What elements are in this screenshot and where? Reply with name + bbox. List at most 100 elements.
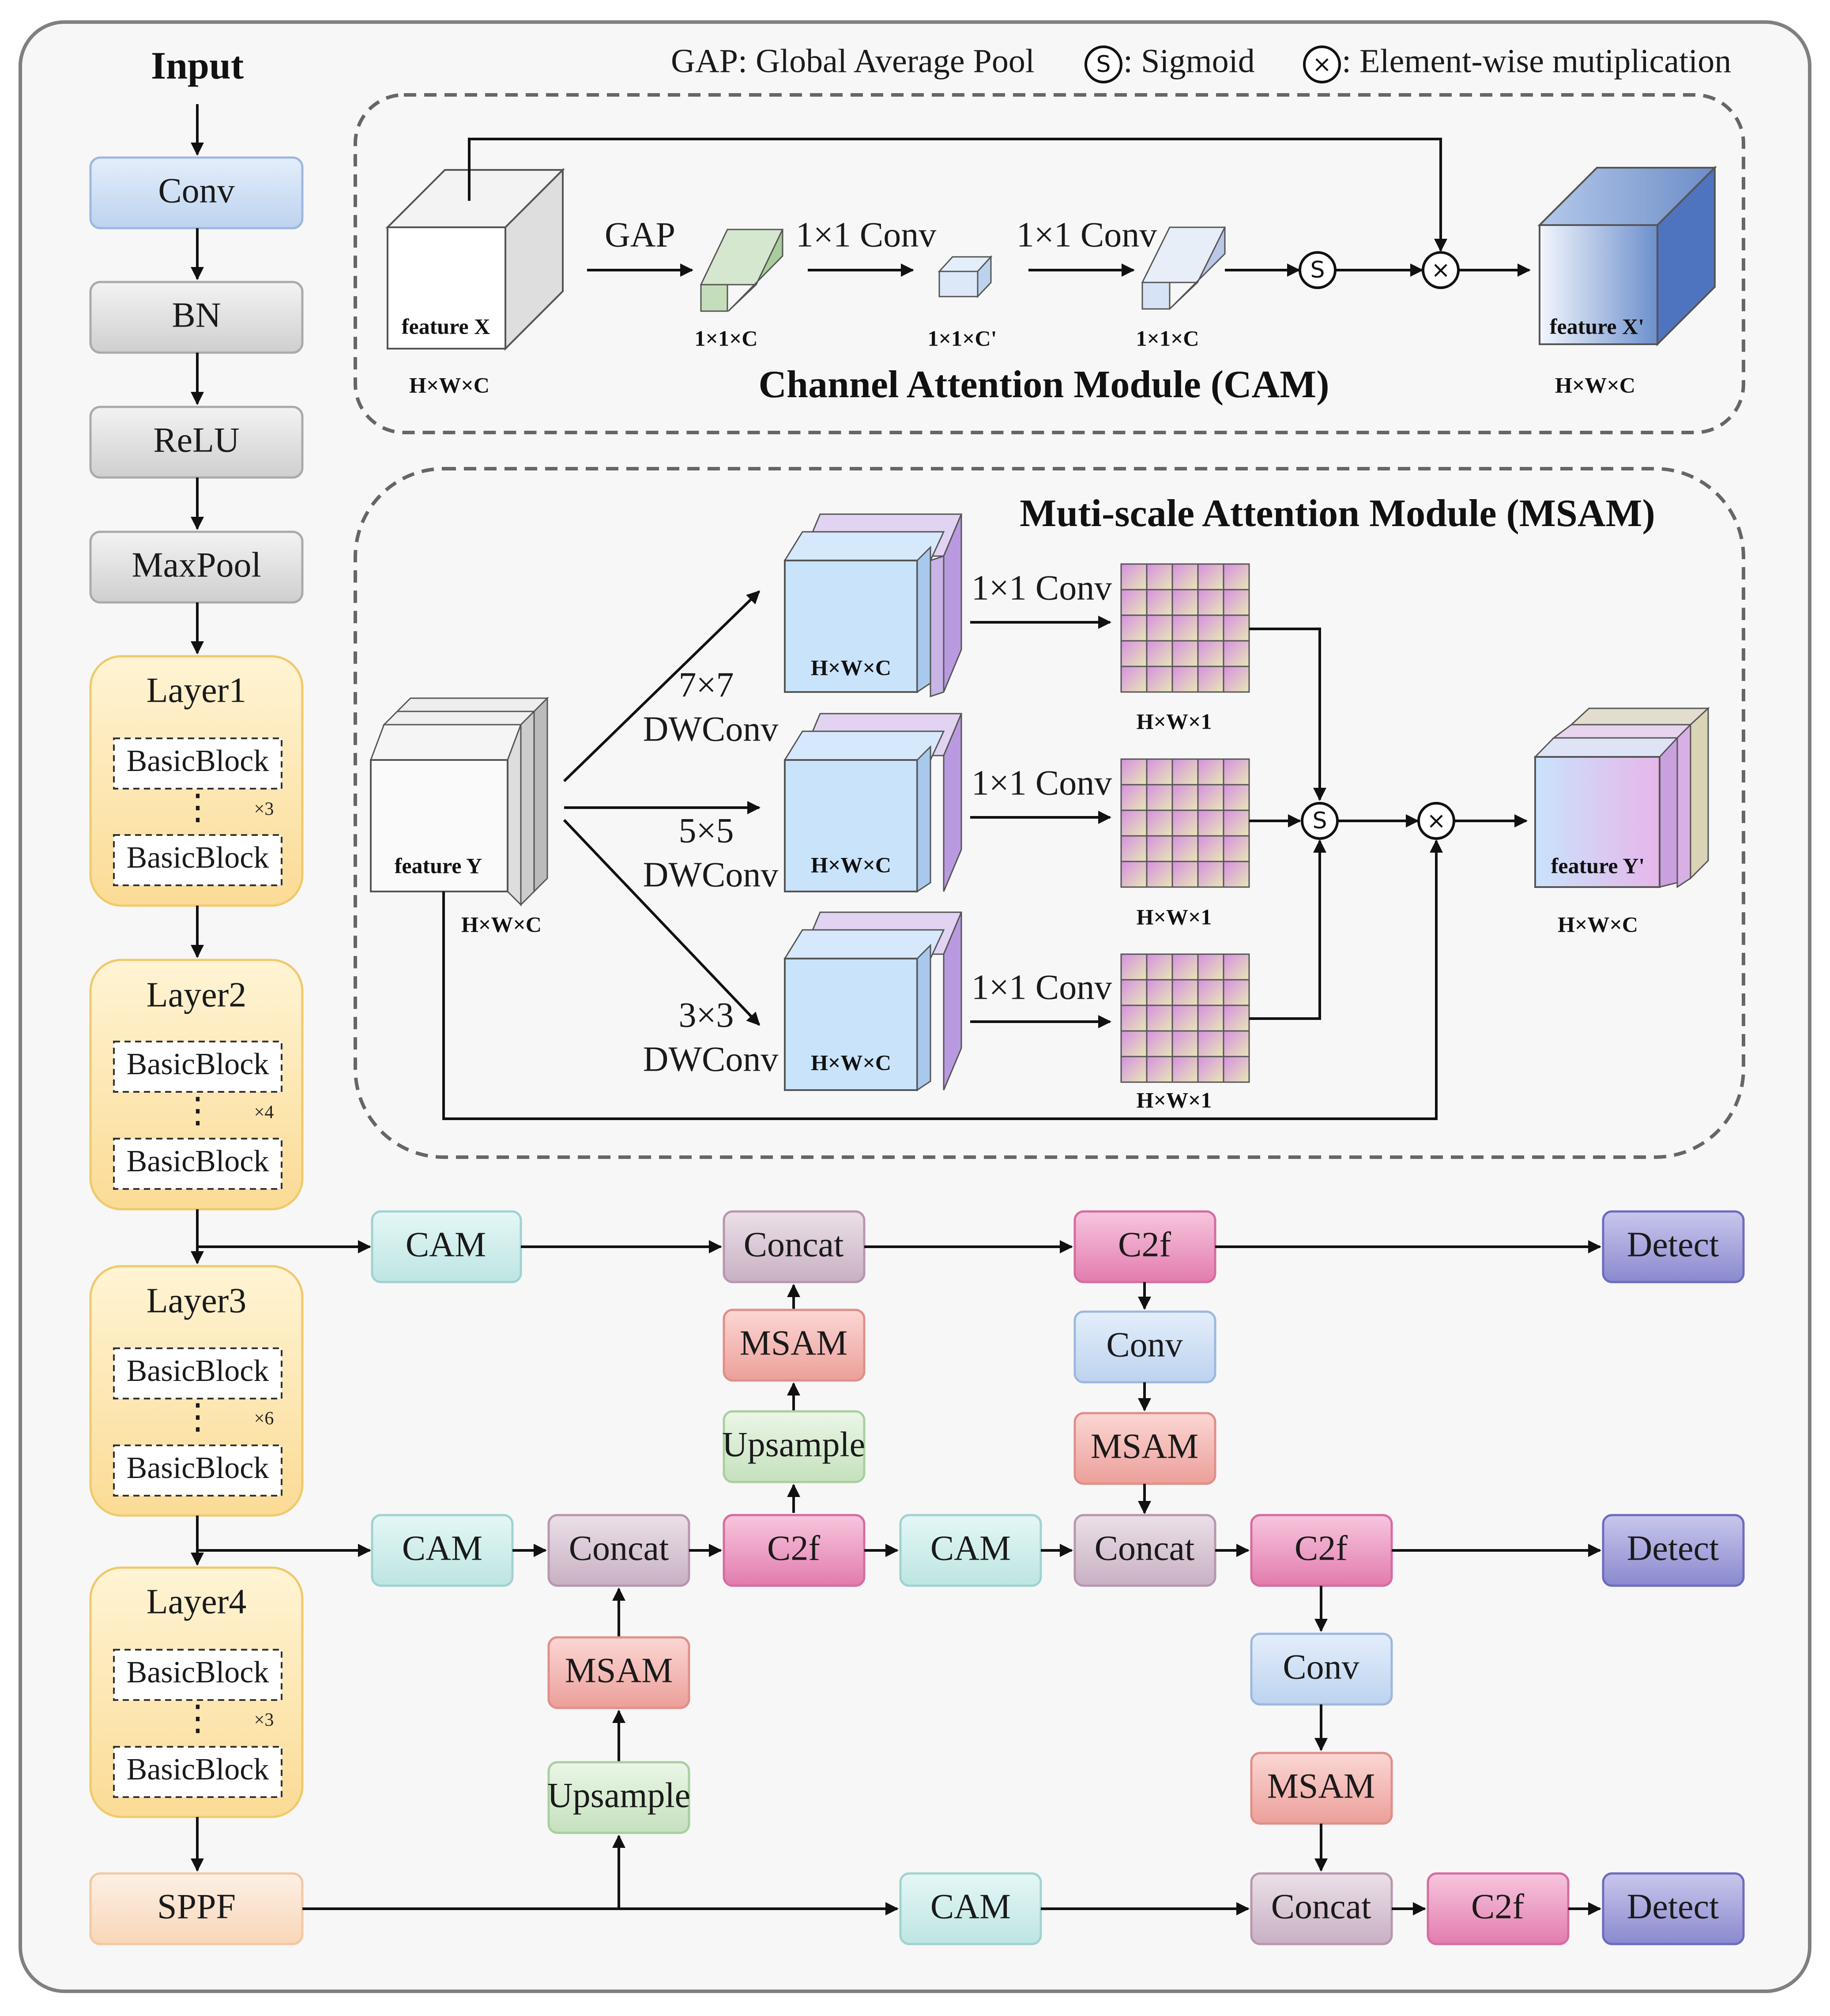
cam-multiply-icon: × — [1422, 251, 1460, 289]
svg-text:MSAM: MSAM — [1267, 1767, 1375, 1805]
svg-text:MSAM: MSAM — [565, 1651, 673, 1690]
cam-dim-b: 1×1×C' — [928, 326, 997, 350]
neck-cam-4: CAM — [899, 1872, 1042, 1945]
svg-text:Concat: Concat — [744, 1225, 844, 1264]
attention-map-cell — [1120, 861, 1148, 888]
svg-text:×: × — [1427, 808, 1446, 834]
neck-detect-1: Detect — [1602, 1210, 1745, 1283]
svg-text:Conv: Conv — [1283, 1647, 1359, 1686]
attention-map-cell — [1171, 589, 1199, 616]
layer4-repeat: ×3 — [254, 1710, 274, 1730]
cam-panel: feature X H×W×C GAP 1×1×C 1×1 Conv 1×1×C… — [354, 93, 1745, 434]
cam-expanded-vector — [1141, 226, 1226, 310]
cam-feature-in-label: feature X — [402, 314, 490, 339]
legend-sigmoid-icon: S — [1084, 45, 1122, 83]
attention-map-cell — [1223, 784, 1250, 811]
attention-map-cell — [1171, 979, 1199, 1006]
attention-map-cell — [1223, 809, 1250, 837]
msam-branch3-kernel: 3×3 — [678, 996, 734, 1034]
svg-text:C2f: C2f — [1471, 1887, 1524, 1926]
attention-map-cell — [1120, 589, 1148, 616]
svg-text:Upsample: Upsample — [547, 1776, 690, 1815]
msam-feature-out-label: feature Y' — [1551, 853, 1645, 878]
attention-map-cell — [1223, 666, 1250, 693]
attention-map-cell — [1120, 953, 1148, 981]
attention-map-cell — [1197, 640, 1224, 667]
attention-map-cell — [1197, 589, 1224, 616]
cam-output-cube — [1537, 165, 1717, 346]
msam-feature-in-label: feature Y — [395, 853, 482, 878]
attention-map-cell — [1223, 835, 1250, 862]
attention-map-cell — [1197, 809, 1224, 837]
attention-map-cell — [1120, 1004, 1148, 1032]
cam-gap-label: GAP — [605, 215, 675, 254]
svg-text:×: × — [1431, 257, 1450, 283]
svg-text:CAM: CAM — [402, 1529, 482, 1568]
layer3-basicblock-top: BasicBlock — [127, 1354, 269, 1388]
attention-map-cell — [1197, 861, 1224, 888]
cam-gap-vector — [700, 229, 784, 312]
attention-map-cell — [1223, 979, 1250, 1006]
attention-map-cell — [1146, 758, 1173, 786]
attention-map-cell — [1146, 809, 1173, 837]
layer2-title: Layer2 — [147, 975, 247, 1014]
neck-msam-1: MSAM — [723, 1309, 866, 1382]
msam-branch3-map-dim: H×W×1 — [1137, 1087, 1212, 1112]
msam-branch1-attention-map — [1120, 563, 1250, 693]
msam-multiply-icon: × — [1417, 802, 1455, 840]
msam-branch2-map-dim: H×W×1 — [1137, 904, 1212, 929]
neck-concat-3: Concat — [1073, 1514, 1216, 1587]
bn-node: BN — [89, 281, 304, 354]
attention-map-cell — [1223, 1056, 1250, 1083]
msam-branch3-op: DWConv — [643, 1040, 779, 1079]
attention-map-cell — [1197, 979, 1224, 1006]
attention-map-cell — [1171, 861, 1199, 888]
msam-branch2-dim: H×W×C — [811, 852, 891, 877]
layer1-block: Layer1 BasicBlock ⋮ ×3 BasicBlock — [89, 655, 304, 907]
cam-title: Channel Attention Module (CAM) — [758, 363, 1329, 406]
attention-map-cell — [1146, 589, 1173, 616]
relu-label: ReLU — [153, 421, 240, 459]
msam-branch2-op: DWConv — [643, 855, 779, 894]
attention-map-cell — [1120, 1056, 1148, 1083]
neck-msam-3: MSAM — [547, 1636, 690, 1709]
neck-msam-4: MSAM — [1250, 1752, 1393, 1825]
attention-map-cell — [1223, 589, 1250, 616]
attention-map-cell — [1171, 614, 1199, 642]
attention-map-cell — [1146, 563, 1173, 591]
msam-branch2-conv: 1×1 Conv — [971, 764, 1112, 802]
svg-text:MSAM: MSAM — [740, 1324, 848, 1362]
attention-map-cell — [1146, 666, 1173, 693]
neck-c2f-4: C2f — [1427, 1872, 1570, 1945]
msam-title: Muti-scale Attention Module (MSAM) — [1020, 492, 1655, 535]
attention-map-cell — [1120, 666, 1148, 693]
relu-node: ReLU — [89, 406, 304, 479]
attention-map-cell — [1197, 1004, 1224, 1032]
svg-text:C2f: C2f — [1118, 1225, 1171, 1264]
attention-map-cell — [1171, 835, 1199, 862]
cam-reduced-vector — [938, 255, 993, 298]
layer4-basicblock-top: BasicBlock — [127, 1655, 269, 1689]
cam-dim-c: 1×1×C — [1136, 326, 1199, 350]
attention-map-cell — [1120, 614, 1148, 642]
svg-text:S: S — [1310, 257, 1325, 283]
attention-map-cell — [1146, 979, 1173, 1006]
attention-map-cell — [1223, 640, 1250, 667]
attention-map-cell — [1120, 1030, 1148, 1057]
layer2-repeat: ×4 — [254, 1102, 274, 1123]
neck-concat-4: Concat — [1250, 1872, 1393, 1945]
layer1-ellipsis: ⋮ — [180, 788, 215, 827]
attention-map-cell — [1223, 758, 1250, 786]
layer4-ellipsis: ⋮ — [180, 1699, 215, 1738]
attention-map-cell — [1171, 1056, 1199, 1083]
neck-cam-2: CAM — [371, 1514, 514, 1587]
svg-text:Concat: Concat — [569, 1529, 669, 1568]
attention-map-cell — [1223, 861, 1250, 888]
layer2-basicblock-bottom: BasicBlock — [127, 1144, 269, 1178]
layer3-basicblock-bottom: BasicBlock — [127, 1451, 269, 1485]
layer2-basicblock-top: BasicBlock — [127, 1047, 269, 1081]
attention-map-cell — [1146, 614, 1173, 642]
cam-conv1-label: 1×1 Conv — [796, 215, 936, 254]
neck-concat-1: Concat — [723, 1210, 866, 1283]
